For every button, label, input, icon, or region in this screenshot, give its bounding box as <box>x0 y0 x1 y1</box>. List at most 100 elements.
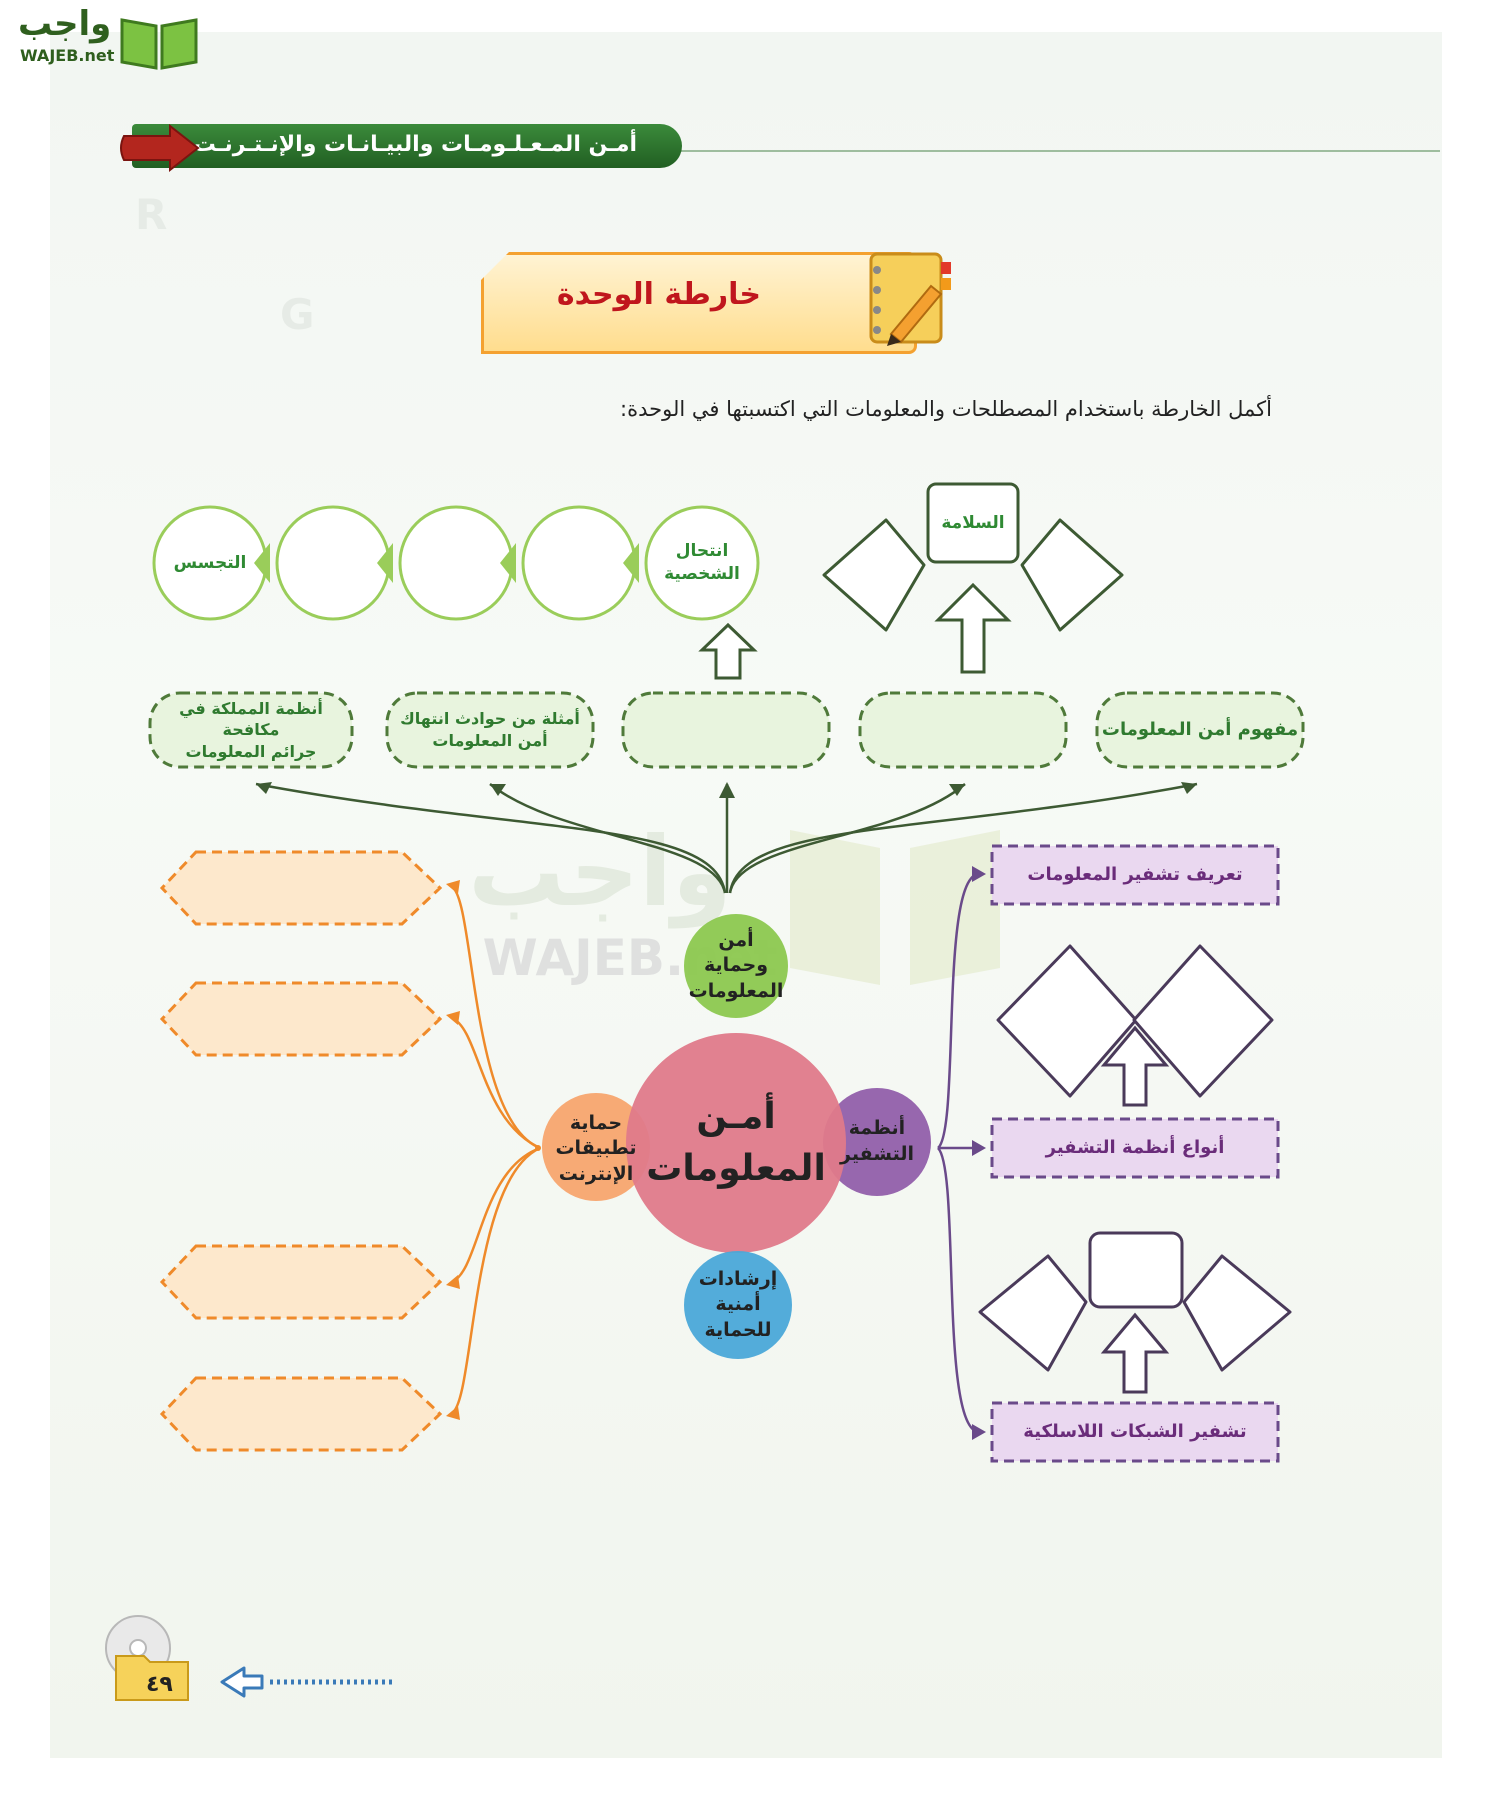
back-arrow-icon <box>220 1666 394 1698</box>
orange-arrowheads <box>446 880 460 1420</box>
topic-connectors <box>255 782 1198 894</box>
safety-diamond-right <box>1020 518 1124 632</box>
threat-label-5: التجسس <box>173 552 247 573</box>
topic-box-4 <box>385 691 595 769</box>
folder-cd-icon <box>105 1615 189 1701</box>
book-icon <box>120 18 198 70</box>
internet-protection-items <box>159 850 443 1452</box>
chapter-title-banner: أمـن المـعـلـومـات والبيـانـات والإنـتـر… <box>132 124 682 168</box>
threat-label-1: انتحال الشخصية <box>664 541 740 584</box>
chapter-title: أمـن المـعـلـومـات والبيـانـات والإنـتـر… <box>193 132 637 157</box>
topic-box-5 <box>148 691 354 769</box>
logo-arabic: واجب <box>18 4 112 44</box>
topic-label-2 <box>863 697 1063 763</box>
orange-hexagon-2 <box>159 981 443 1057</box>
central-cluster <box>542 914 931 1359</box>
up-arrow-icon <box>1100 1025 1170 1107</box>
page-number: ٤٩ <box>146 1672 173 1697</box>
left-satellite-label: حماية تطبيقات الإنترنت <box>555 1111 637 1185</box>
connector-line <box>937 872 979 1149</box>
connector-line <box>728 782 1198 894</box>
connector-line <box>451 1016 541 1150</box>
safety-group <box>822 482 1124 674</box>
arrowhead-icon <box>446 1275 460 1289</box>
watermark-arabic: واجب <box>468 816 731 929</box>
internet-protection-connectors <box>451 885 541 1415</box>
unit-map-title-box <box>481 252 917 354</box>
arrowhead-icon <box>972 1140 986 1156</box>
header-rule <box>680 150 1440 152</box>
threat-chain <box>152 505 760 621</box>
connector-line <box>451 1146 541 1415</box>
wireless-box <box>1088 1231 1184 1309</box>
up-arrow-icon <box>1100 1312 1170 1394</box>
encryption-connectors <box>936 872 979 1434</box>
unit-map-title: خارطة الوحدة <box>556 277 761 312</box>
orange-hexagon-3 <box>159 1244 443 1320</box>
notebook-pencil-icon <box>869 252 951 346</box>
safety-diamond-left <box>822 518 926 632</box>
red-arrow-icon <box>120 124 200 173</box>
top-satellite-label: أمن وحماية المعلومات <box>688 928 784 1002</box>
watermark-book-icon <box>790 830 1000 985</box>
up-arrow-icon <box>934 582 1012 674</box>
chain-arrow-icon <box>623 543 639 583</box>
safety-label: السلامة <box>941 512 1005 533</box>
arrowhead-icon <box>490 784 506 796</box>
top-satellite-circle <box>684 914 788 1018</box>
arrowhead-icon <box>446 1406 460 1420</box>
arrowhead-icon <box>972 1424 986 1440</box>
wajeb-logo: واجب WAJEB.net <box>10 4 200 70</box>
keyboard-key-decoration: G <box>280 290 315 339</box>
arrowhead-icon <box>256 782 272 794</box>
connector-line <box>451 885 541 1150</box>
threat-label-3 <box>408 523 504 603</box>
connector-line <box>255 782 727 894</box>
up-arrow-icon <box>698 622 758 680</box>
connector-line <box>936 1147 979 1434</box>
threat-label-4 <box>285 523 381 603</box>
topic-label-4: أمثلة من حوادث انتهاك أمن المعلومات <box>400 709 580 750</box>
arrowhead-icon <box>719 782 735 798</box>
arrowhead-icon <box>1181 782 1197 794</box>
threat-circle-1 <box>644 505 760 621</box>
topic-box-2 <box>858 691 1068 769</box>
unit-map-title-banner: خارطة الوحدة <box>481 252 951 354</box>
connector-line <box>451 1146 541 1284</box>
chain-arrow-icon <box>254 543 270 583</box>
topic-box-3 <box>621 691 831 769</box>
orange-hexagon-4 <box>159 1376 443 1452</box>
arrowhead-icon <box>972 866 986 882</box>
right-satellite-label: أنظمة التشفير <box>840 1117 914 1165</box>
wireless-diamond-left <box>978 1254 1088 1372</box>
encryption-definition-label: تعريف تشفير المعلومات <box>1027 863 1243 885</box>
encryption-type-diamond-left <box>996 944 1138 1098</box>
topic-label-3 <box>626 697 826 763</box>
arrowhead-icon <box>949 784 965 796</box>
keyboard-key-decoration: R <box>135 190 168 239</box>
safety-box <box>926 482 1020 564</box>
arrowhead-icon <box>446 880 460 894</box>
encryption-type-diamond-right <box>1132 944 1274 1098</box>
encryption-types-box <box>990 1117 1280 1179</box>
connector-line <box>489 783 727 894</box>
logo-latin: WAJEB.net <box>20 46 115 65</box>
encryption-types-label: أنواع أنظمة التشفير <box>1045 1136 1225 1158</box>
core-label: أمـن المعلومات <box>646 1095 826 1189</box>
topic-arrowheads <box>256 782 1197 798</box>
instruction-text: أكمل الخارطة باستخدام المصطلحات والمعلوم… <box>620 397 1272 421</box>
right-satellite-circle <box>823 1088 931 1196</box>
purple-arrowheads <box>972 866 986 1440</box>
threat-label-2 <box>531 523 627 603</box>
orange-hexagon-1 <box>159 850 443 926</box>
left-satellite-circle <box>542 1093 650 1201</box>
wireless-encryption-label: تشفير الشبكات اللاسلكية <box>1023 1420 1247 1442</box>
security-topics <box>148 691 1305 769</box>
core-circle <box>626 1033 846 1253</box>
topic-box-1 <box>1095 691 1305 769</box>
wireless-encryption-box <box>990 1401 1280 1463</box>
topic-label-5: أنظمة المملكة في مكافحة جرائم المعلومات <box>179 698 323 761</box>
arrowhead-icon <box>446 1011 460 1025</box>
